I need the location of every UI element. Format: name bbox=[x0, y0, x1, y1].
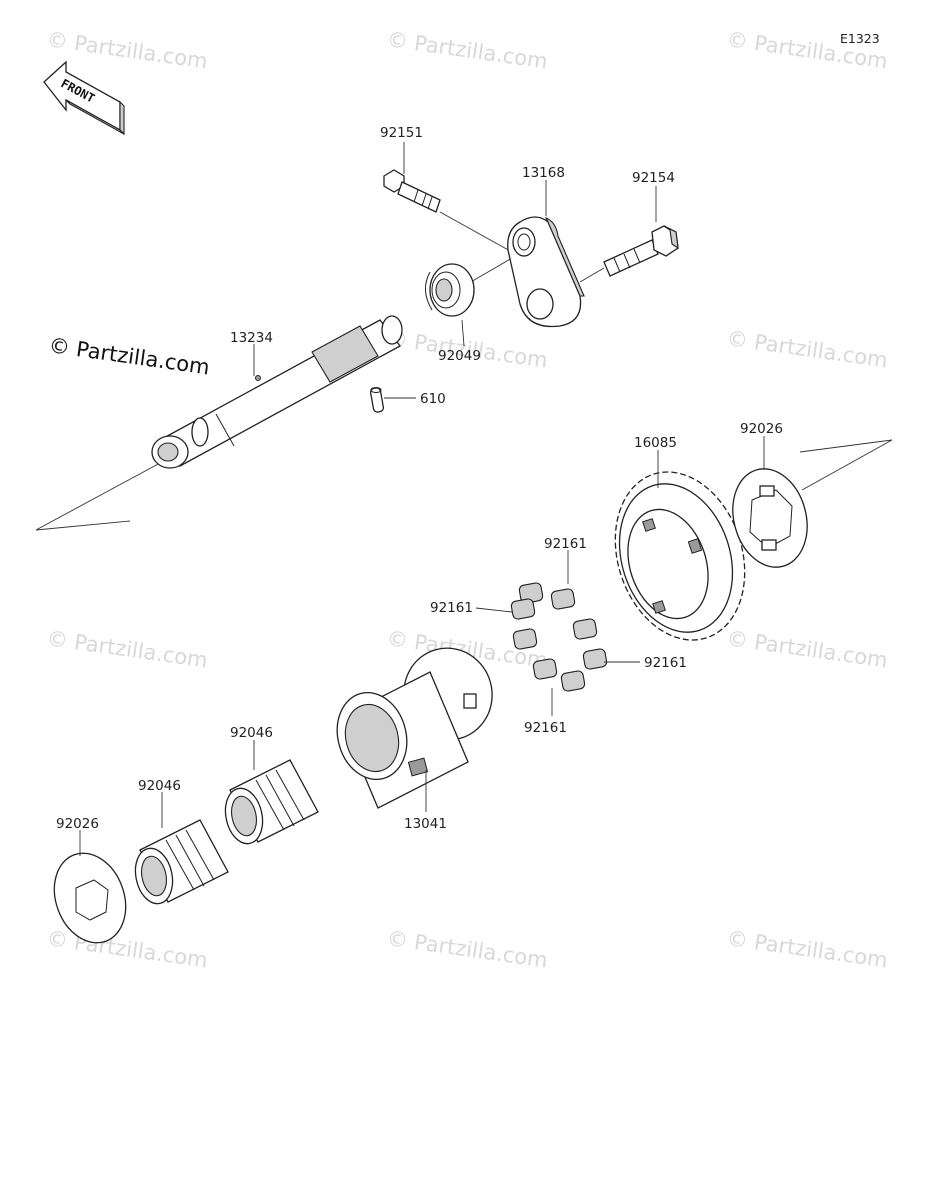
gear-16085 bbox=[614, 471, 746, 641]
shaft-13234 bbox=[151, 315, 403, 469]
part-number-92026-top[interactable]: 92026 bbox=[740, 421, 783, 437]
part-number-16085[interactable]: 16085 bbox=[634, 435, 677, 451]
watermark: © Partzilla.com bbox=[385, 926, 549, 972]
watermark: © Partzilla.com bbox=[725, 926, 889, 972]
front-arrow-icon: FRONT bbox=[43, 60, 125, 136]
bolt-92151 bbox=[383, 169, 441, 213]
watermark: © Partzilla.com bbox=[385, 27, 549, 73]
watermark: © Partzilla.com bbox=[45, 27, 209, 73]
clutch-hub-13041 bbox=[336, 647, 493, 809]
watermark: © Partzilla.com bbox=[725, 626, 889, 672]
dampers-92161 bbox=[510, 582, 608, 692]
part-number-13168[interactable]: 13168 bbox=[522, 165, 565, 181]
washer-92026-bottom bbox=[53, 852, 127, 944]
pin-610 bbox=[369, 387, 385, 413]
watermark: © Partzilla.com bbox=[45, 926, 209, 972]
part-number-92154[interactable]: 92154 bbox=[632, 170, 675, 186]
part-labels: 92151 13168 92154 92049 13234 610 16085 … bbox=[56, 125, 783, 832]
watermark: © Partzilla.com bbox=[725, 326, 889, 372]
lever-13168 bbox=[507, 216, 585, 328]
part-number-13234[interactable]: 13234 bbox=[230, 330, 273, 346]
needle-bearing-92046-left bbox=[134, 819, 229, 905]
oil-seal-92049 bbox=[425, 263, 475, 317]
part-number-92049[interactable]: 92049 bbox=[438, 348, 481, 364]
diagram-code: E1323 bbox=[840, 31, 880, 46]
bolt-92154 bbox=[603, 225, 679, 277]
part-number-92161-left[interactable]: 92161 bbox=[430, 600, 473, 616]
part-number-92161-bottom[interactable]: 92161 bbox=[524, 720, 567, 736]
part-number-92151[interactable]: 92151 bbox=[380, 125, 423, 141]
needle-bearing-92046-right bbox=[224, 759, 319, 845]
part-number-92026-bottom[interactable]: 92026 bbox=[56, 816, 99, 832]
part-number-92161-top[interactable]: 92161 bbox=[544, 536, 587, 552]
copyright-watermark: © Partzilla.com bbox=[47, 333, 211, 379]
part-number-610[interactable]: 610 bbox=[420, 391, 446, 407]
part-number-92046-right[interactable]: 92046 bbox=[230, 725, 273, 741]
part-number-13041[interactable]: 13041 bbox=[404, 816, 447, 832]
part-number-92161-right[interactable]: 92161 bbox=[644, 655, 687, 671]
watermark: © Partzilla.com bbox=[45, 626, 209, 672]
leader-lines bbox=[79, 142, 765, 856]
part-number-92046-left[interactable]: 92046 bbox=[138, 778, 181, 794]
washer-92026-top bbox=[732, 468, 808, 568]
